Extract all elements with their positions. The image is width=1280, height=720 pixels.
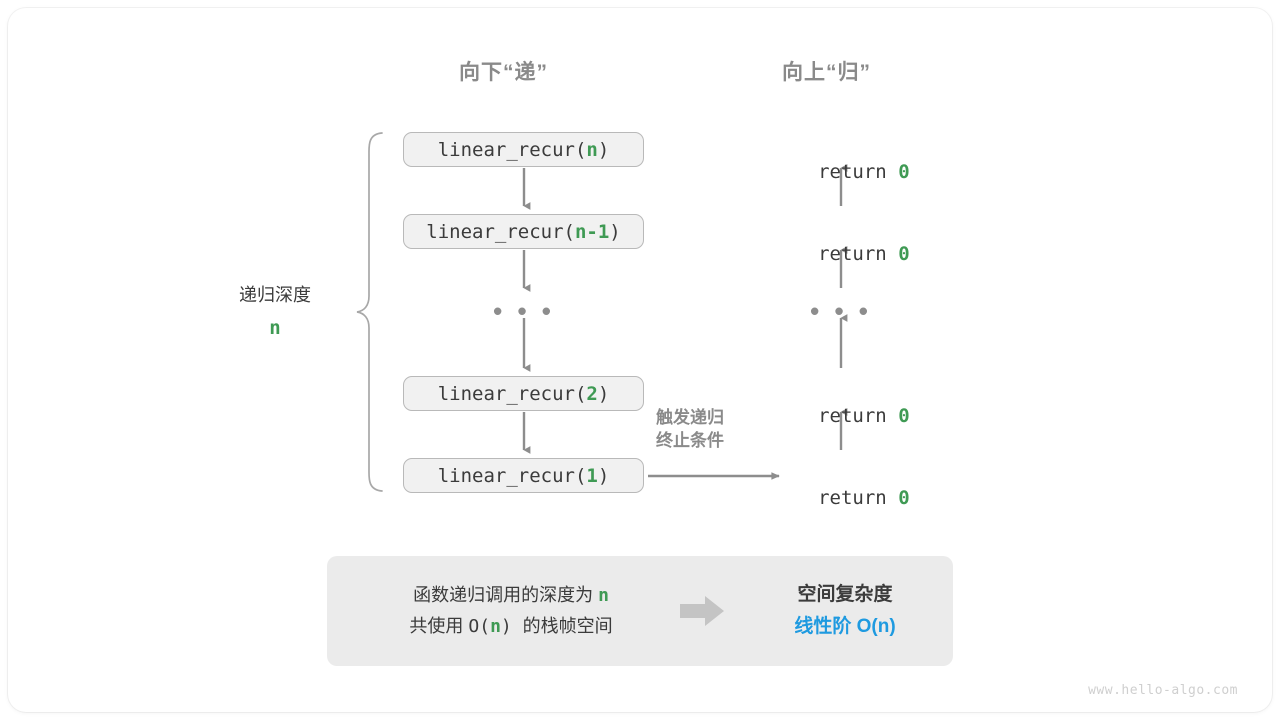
return-keyword: return: [818, 405, 899, 427]
summary-panel: 函数递归调用的深度为 n 共使用 O(n) 的栈帧空间 空间复杂度 线性阶 O(…: [327, 556, 953, 666]
right-block-arrow-icon: [680, 596, 724, 626]
call-box-arg: 1: [586, 464, 598, 487]
complexity-value: 线性阶 O(n): [794, 616, 896, 637]
summary-line2-text: 共使用: [409, 616, 469, 636]
call-box-prefix: linear_recur(: [426, 220, 575, 243]
call-box-prefix: linear_recur(: [437, 382, 587, 405]
return-value: 0: [898, 243, 910, 265]
base-case-note: 触发递归 终止条件: [656, 408, 724, 450]
heading-recursion-down: 向下“递”: [459, 61, 548, 84]
call-box-2[interactable]: linear_recur(2): [403, 376, 644, 411]
call-box-suffix: ): [597, 382, 610, 405]
return-label-4: return 0: [772, 465, 910, 531]
return-label-1: return 0: [772, 139, 910, 205]
call-box-n-minus-1[interactable]: linear_recur(n-1): [403, 214, 644, 249]
call-box-n[interactable]: linear_recur(n): [403, 132, 644, 167]
call-box-prefix: linear_recur(: [437, 464, 587, 487]
call-box-prefix: linear_recur(: [437, 138, 587, 161]
summary-arrow-wrap: [667, 594, 737, 628]
call-box-suffix: ): [597, 138, 610, 161]
watermark: www.hello-algo.com: [1088, 683, 1238, 698]
summary-line2-tail: 的栈帧空间: [522, 616, 613, 636]
summary-line2-bigo: O(: [468, 616, 491, 637]
call-box-suffix: ): [597, 464, 610, 487]
return-value: 0: [898, 487, 910, 509]
summary-line2-close: ): [500, 616, 523, 637]
return-label-3: return 0: [772, 383, 910, 449]
summary-line2-n: n: [490, 616, 501, 637]
ellipsis-left: • • •: [493, 296, 555, 326]
complexity-title: 空间复杂度: [797, 583, 893, 605]
summary-line1-text: 函数递归调用的深度为: [413, 584, 599, 605]
return-keyword: return: [818, 243, 899, 265]
summary-line1-n: n: [598, 584, 609, 606]
return-keyword: return: [818, 487, 899, 509]
call-box-1[interactable]: linear_recur(1): [403, 458, 644, 493]
call-box-arg: 2: [586, 382, 598, 405]
summary-conclusion: 空间复杂度 线性阶 O(n): [737, 579, 953, 644]
recursion-depth-label: 递归深度 n: [225, 282, 325, 343]
call-box-arg: n-1: [574, 220, 610, 243]
summary-description: 函数递归调用的深度为 n 共使用 O(n) 的栈帧空间: [327, 580, 667, 643]
call-box-arg: n: [586, 138, 598, 161]
recursion-depth-value: n: [269, 316, 281, 339]
call-box-suffix: ): [609, 220, 621, 243]
recursion-depth-text: 递归深度: [239, 285, 311, 305]
return-keyword: return: [818, 161, 899, 183]
return-value: 0: [898, 405, 910, 427]
ellipsis-right: • • •: [810, 296, 872, 326]
return-value: 0: [898, 161, 910, 183]
heading-recursion-up: 向上“归”: [782, 61, 871, 84]
return-label-2: return 0: [772, 221, 910, 287]
